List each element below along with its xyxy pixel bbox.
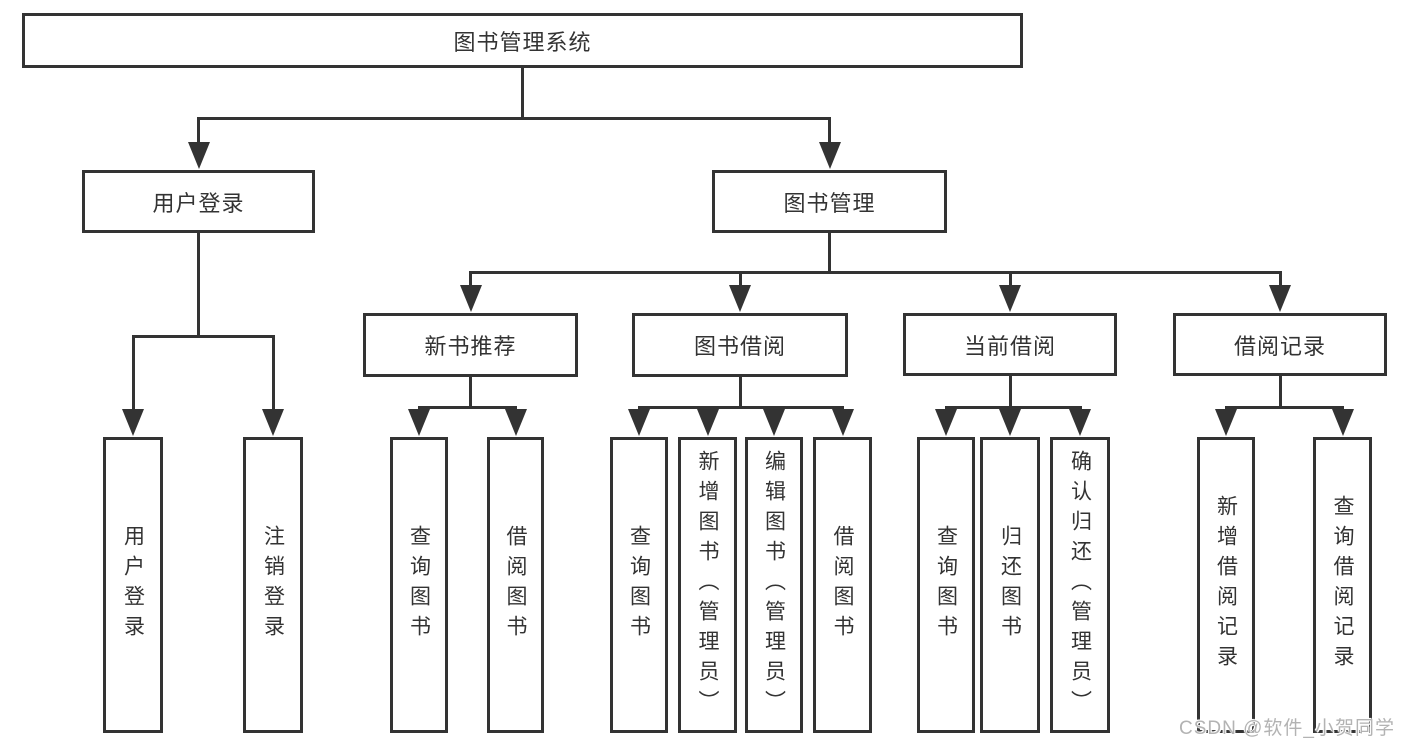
arrow-down-icon: [1331, 409, 1354, 436]
csdn-watermark: CSDN @软件_小贺同学: [1179, 718, 1395, 739]
node-new-book-rec: 新书推荐: [363, 313, 578, 377]
node-label: 当前借阅: [963, 333, 1056, 359]
node-label: 新增借阅记录: [1214, 495, 1238, 675]
node-label: 新增图书（管理员）: [696, 450, 719, 720]
node-query-book-c: 查询图书: [917, 437, 975, 733]
arrow-down-icon: [628, 409, 650, 436]
connector-drop: [738, 272, 742, 292]
node-return-book: 归还图书: [980, 437, 1040, 733]
connector-cross: [131, 334, 275, 338]
node-book-borrow: 图书借阅: [632, 313, 848, 377]
arrow-down-icon: [1069, 409, 1091, 436]
node-borrow-book-a: 借阅图书: [487, 437, 544, 733]
arrow-down-icon: [935, 409, 957, 436]
connector-drop: [131, 336, 135, 416]
node-label: 归还图书: [998, 525, 1022, 645]
node-borrow-book-b: 借阅图书: [813, 437, 872, 733]
arrow-down-icon: [122, 409, 144, 436]
connector-stem: [521, 67, 524, 118]
node-query-book-b: 查询图书: [610, 437, 668, 733]
node-label: 查询图书: [407, 525, 431, 645]
node-query-book-a: 查询图书: [390, 437, 448, 733]
node-root: 图书管理系统: [22, 13, 1023, 68]
connector-drop: [1278, 272, 1282, 292]
arrow-down-icon: [696, 409, 719, 436]
connector-cross: [944, 405, 1082, 409]
arrow-down-icon: [729, 285, 751, 312]
node-label: 编辑图书（管理员）: [762, 450, 786, 720]
node-label: 图书管理系统: [453, 29, 592, 55]
connector-cross: [417, 405, 517, 409]
arrow-down-icon: [831, 409, 854, 436]
arrow-down-icon: [999, 409, 1021, 436]
node-query-borrow-record: 查询借阅记录: [1313, 437, 1372, 733]
node-login: 用户登录: [103, 437, 163, 733]
connector-drop: [1008, 272, 1012, 292]
node-label: 用户登录: [121, 525, 145, 645]
connector-drop: [469, 272, 472, 292]
node-label: 借阅图书: [831, 525, 854, 645]
node-label: 借阅图书: [504, 525, 527, 645]
connector-cross: [197, 116, 831, 120]
arrow-down-icon: [262, 409, 284, 436]
arrow-down-icon: [1215, 409, 1237, 436]
arrow-down-icon: [999, 285, 1021, 312]
arrow-down-icon: [763, 409, 785, 436]
node-user-login: 用户登录: [82, 170, 315, 233]
connector-drop: [197, 118, 200, 149]
node-add-book: 新增图书（管理员）: [678, 437, 737, 733]
connector-drop: [271, 336, 275, 416]
arrow-down-icon: [187, 142, 210, 169]
node-label: 图书管理: [783, 190, 876, 216]
node-label: 确认归还（管理员）: [1068, 450, 1092, 720]
node-edit-book: 编辑图书（管理员）: [745, 437, 803, 733]
node-borrow-record: 借阅记录: [1173, 313, 1387, 376]
arrow-down-icon: [504, 409, 527, 436]
connector-cross: [1224, 405, 1344, 409]
node-logout: 注销登录: [243, 437, 303, 733]
node-current-borrow: 当前借阅: [903, 313, 1117, 376]
node-add-borrow-record: 新增借阅记录: [1197, 437, 1255, 733]
connector-stem: [197, 232, 200, 336]
connector-stem: [1278, 375, 1282, 407]
connector-cross: [469, 270, 1282, 274]
arrow-down-icon: [459, 285, 482, 312]
node-label: 注销登录: [261, 525, 285, 645]
node-confirm-return: 确认归还（管理员）: [1050, 437, 1110, 733]
arrow-down-icon: [818, 142, 841, 169]
node-book-mgmt: 图书管理: [712, 170, 947, 233]
node-label: 借阅记录: [1233, 333, 1326, 359]
node-label: 新书推荐: [424, 334, 517, 359]
node-label: 查询图书: [934, 525, 958, 645]
node-label: 查询借阅记录: [1331, 495, 1354, 675]
connector-cross: [637, 405, 844, 409]
connector-stem: [1008, 375, 1012, 407]
node-label: 查询图书: [627, 525, 651, 645]
connector-drop: [828, 118, 831, 149]
connector-stem: [738, 376, 742, 407]
arrow-down-icon: [1269, 285, 1291, 312]
connector-stem: [828, 232, 831, 272]
node-label: 图书借阅: [693, 334, 786, 359]
arrow-down-icon: [408, 409, 430, 436]
node-label: 用户登录: [152, 190, 245, 216]
connector-stem: [469, 376, 472, 407]
